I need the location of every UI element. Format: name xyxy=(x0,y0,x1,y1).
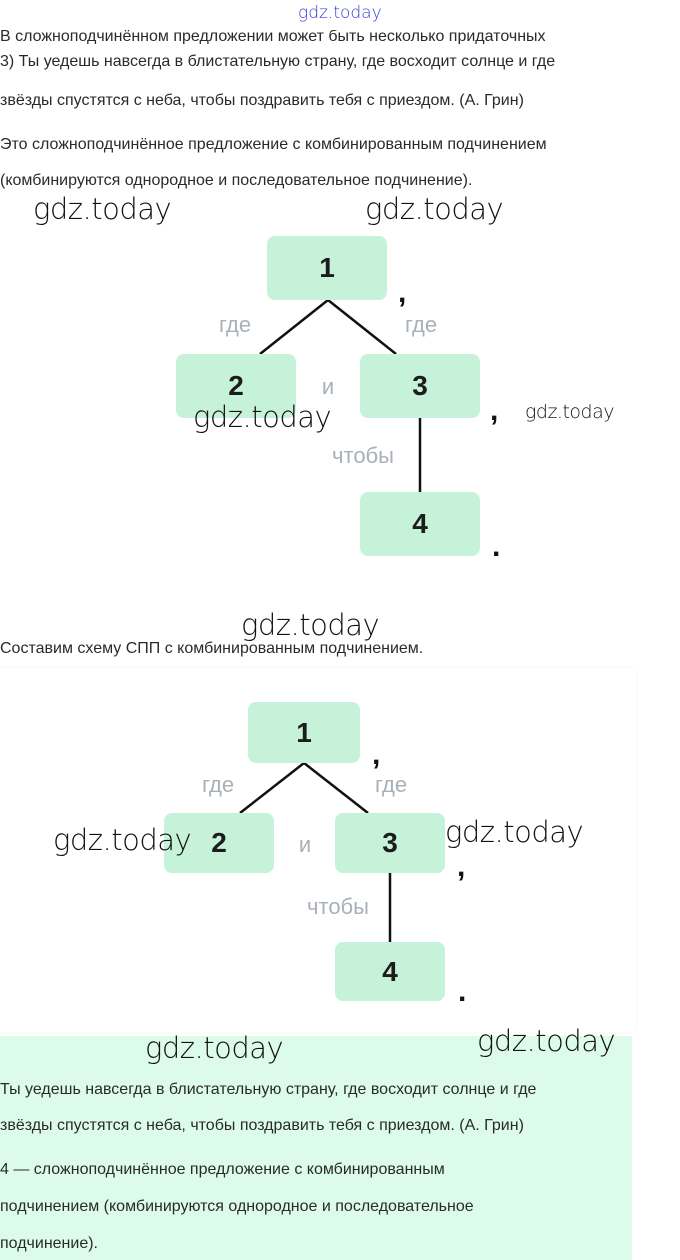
scheme-heading: Составим схему СПП с комбинированным под… xyxy=(0,640,424,657)
diagram1-node-4: 4 xyxy=(360,492,480,556)
watermark: gdz.today xyxy=(445,815,584,849)
diagram2-label-gde-left: где xyxy=(201,772,235,797)
example-line-2: звёзды спустятся с неба, чтобы поздравит… xyxy=(0,92,524,109)
answer-line-1: Ты уедешь навсегда в блистательную стран… xyxy=(0,1081,537,1098)
diagram2-node-2: 2 xyxy=(164,813,274,873)
diagram1-comma-2: , xyxy=(490,394,499,427)
diagram1-comma-1: , xyxy=(398,276,407,309)
answer-line-4: подчинением (комбинируются однородное и … xyxy=(0,1198,474,1215)
answer-line-3: 4 — сложноподчинённое предложение с комб… xyxy=(0,1161,445,1178)
answer-block xyxy=(0,1036,632,1260)
diagram1-label-and: и xyxy=(321,374,335,399)
diagram2-comma-2: , xyxy=(457,850,466,883)
watermark: gdz.today xyxy=(525,401,615,423)
diagram1-period: . xyxy=(492,530,501,563)
example-line-1: 3) Ты уедешь навсегда в блистательную ст… xyxy=(0,53,556,70)
watermark: gdz.today xyxy=(477,1024,616,1058)
watermark: gdz.today xyxy=(53,823,192,857)
watermark: gdz.today xyxy=(241,608,380,642)
clipped-text: В сложноподчинённом предложении может бы… xyxy=(0,30,546,44)
watermark: gdz.today xyxy=(193,400,332,434)
diagram1-label-chtoby: чтобы xyxy=(332,443,394,468)
diagram2-period: . xyxy=(458,975,467,1008)
explanation-line-2: (комбинируются однородное и последовател… xyxy=(0,172,473,189)
diagram1-label-gde-right: где xyxy=(404,312,438,337)
diagram2-comma-1: , xyxy=(372,738,381,771)
diagram1-node-1: 1 xyxy=(267,236,387,300)
answer-line-5: подчинение). xyxy=(0,1235,98,1252)
diagram1-node-3: 3 xyxy=(360,354,480,418)
explanation-line-1: Это сложноподчинённое предложение с комб… xyxy=(0,136,547,153)
diagram1-label-gde-left: где xyxy=(218,312,252,337)
watermark: gdz.today xyxy=(33,192,172,226)
diagram2-node-1: 1 xyxy=(248,702,360,763)
diagram2-label-gde-right: где xyxy=(374,772,408,797)
diagram2-node-3: 3 xyxy=(335,813,445,873)
diagram1-node-2: 2 xyxy=(176,354,296,418)
diagram2-label-and: и xyxy=(298,832,312,857)
diagram2-label-chtoby: чтобы xyxy=(307,894,369,919)
answer-line-2: звёзды спустятся с неба, чтобы поздравит… xyxy=(0,1117,524,1134)
watermark: gdz.today xyxy=(365,192,504,226)
watermark: gdz.today xyxy=(145,1031,284,1065)
top-watermark: gdz.today xyxy=(298,3,382,23)
diagram2-node-4: 4 xyxy=(335,942,445,1001)
clipped-line: В сложноподчинённом предложении может бы… xyxy=(0,30,640,44)
